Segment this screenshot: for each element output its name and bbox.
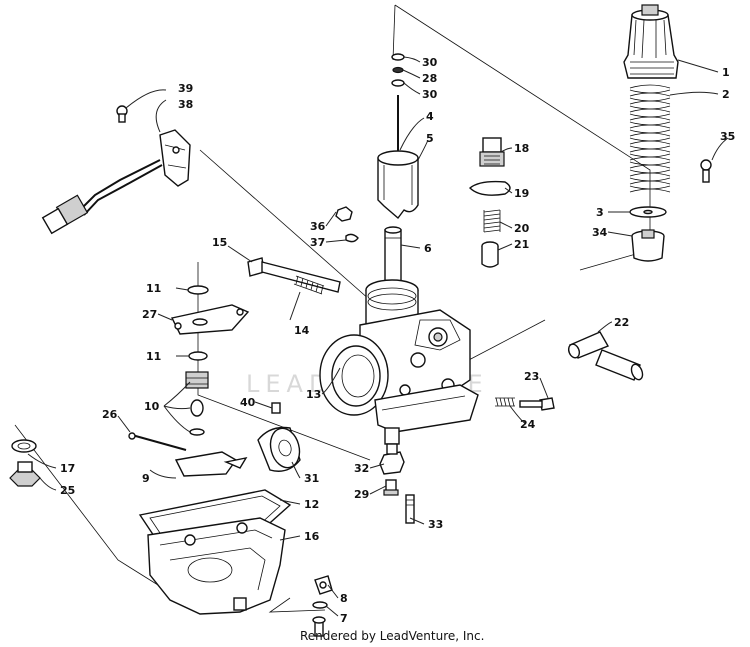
assembly-frame-screws	[268, 597, 326, 613]
needle-holder	[631, 229, 665, 262]
needle-e-clip	[392, 66, 404, 74]
callout-30-lower: 30	[422, 88, 438, 101]
valve-seat-plate	[170, 304, 250, 335]
callout-9: 9	[142, 472, 150, 485]
callout-26: 26	[102, 408, 118, 421]
callout-40: 40	[240, 396, 256, 409]
callout-32: 32	[354, 462, 369, 475]
callout-38: 38	[178, 98, 193, 111]
bowl-washer	[312, 601, 328, 609]
throttle-sensor-bracket	[159, 129, 191, 187]
assembly-frame-left	[199, 149, 371, 301]
callout-23: 23	[524, 370, 539, 383]
callout-31: 31	[304, 472, 319, 485]
needle-clip-washer-top	[391, 53, 405, 61]
cable-washer	[345, 233, 359, 243]
assembly-frame-pipe	[464, 319, 546, 363]
bowl-screw	[312, 616, 326, 637]
callout-34: 34	[592, 226, 608, 239]
callout-7: 7	[340, 612, 348, 625]
o-ring-upper	[187, 285, 209, 295]
adjuster-spring	[483, 209, 501, 233]
bowl-bracket	[314, 575, 333, 595]
sensor-screw	[116, 105, 128, 123]
callout-18: 18	[514, 142, 529, 155]
needle-valve	[189, 399, 205, 436]
callout-labels: 1 2 3 4 5 6 7 8 9 10 11 11 12 13 14 15 1…	[60, 56, 735, 625]
adjuster-cap	[481, 241, 499, 268]
callout-37: 37	[310, 236, 325, 249]
callout-39: 39	[178, 82, 193, 95]
callout-11-upper: 11	[146, 282, 161, 295]
callout-8: 8	[340, 592, 348, 605]
float-pin	[271, 402, 281, 414]
callout-24: 24	[520, 418, 536, 431]
callout-5: 5	[426, 132, 434, 145]
air-screw-spring	[495, 397, 515, 407]
callout-2: 2	[722, 88, 730, 101]
needle-valve-seat	[185, 371, 209, 389]
leader-lines	[27, 56, 729, 617]
throttle-spring	[629, 84, 671, 193]
assembly-frame-float	[197, 262, 371, 461]
throttle-cable-guide	[384, 226, 402, 291]
callout-25: 25	[60, 484, 75, 497]
callout-20: 20	[514, 222, 530, 235]
callout-14: 14	[294, 324, 310, 337]
callout-22: 22	[614, 316, 629, 329]
float-arm-pin	[128, 432, 187, 451]
callout-1: 1	[722, 66, 730, 79]
carburetor-body	[319, 279, 479, 445]
vent-hose	[567, 331, 644, 381]
callout-27: 27	[142, 308, 157, 321]
callout-29: 29	[354, 488, 369, 501]
main-jet-holder	[379, 443, 405, 475]
o-ring-lower	[188, 351, 208, 361]
callout-35: 35	[720, 130, 735, 143]
callout-6: 6	[424, 242, 432, 255]
float	[257, 426, 301, 472]
callout-36: 36	[310, 220, 326, 233]
cable-adjuster	[479, 137, 505, 167]
spring-seat-washer-hole	[643, 209, 653, 215]
main-jet	[383, 479, 399, 496]
callout-28: 28	[422, 72, 437, 85]
drain-plug	[9, 461, 41, 487]
adjuster-gasket	[468, 180, 511, 196]
sensor-harness	[41, 159, 163, 235]
callout-30-upper: 30	[422, 56, 438, 69]
idle-screw-spring	[293, 275, 325, 295]
callout-11-lower: 11	[146, 350, 161, 363]
throttle-slide	[377, 150, 419, 220]
air-screw	[519, 397, 555, 411]
callout-21: 21	[514, 238, 529, 251]
cable-nut	[335, 206, 353, 222]
callout-17: 17	[60, 462, 75, 475]
callout-12: 12	[304, 498, 319, 511]
float-arm	[174, 451, 248, 477]
callout-15: 15	[212, 236, 227, 249]
credit-text: Rendered by LeadVenture, Inc.	[300, 629, 484, 643]
holder-screw	[700, 159, 712, 183]
pilot-jet	[405, 494, 415, 524]
assembly-frame-top	[392, 4, 396, 61]
callout-33: 33	[428, 518, 443, 531]
callout-4: 4	[426, 110, 434, 123]
needle-clip-washer-bottom	[391, 79, 405, 87]
callout-19: 19	[514, 187, 529, 200]
callout-10: 10	[144, 400, 160, 413]
callout-3: 3	[596, 206, 604, 219]
top-cap	[623, 4, 679, 79]
idle-screw	[247, 257, 341, 293]
float-bowl	[147, 517, 286, 615]
callout-16: 16	[304, 530, 320, 543]
drain-plug-gasket	[11, 439, 37, 453]
callout-13: 13	[306, 388, 321, 401]
